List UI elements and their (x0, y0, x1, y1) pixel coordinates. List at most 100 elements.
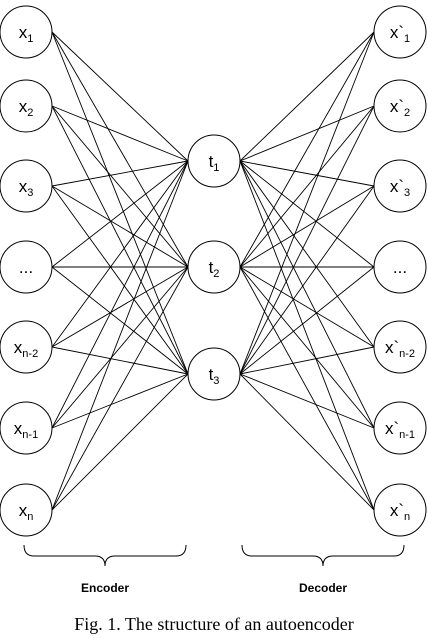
input-node-6-label-base: x (14, 419, 23, 438)
output-node-6-label-subscript: n-1 (399, 429, 415, 441)
output-node-7: x`n (373, 483, 427, 537)
decoder-edge-2-1 (239, 31, 375, 268)
encoder-edge-1-3 (51, 31, 189, 375)
decoder-edge-3-1 (239, 31, 375, 375)
input-node-5-label-subscript: n-2 (22, 348, 38, 360)
encoder-edge-2-2 (51, 105, 189, 268)
input-node-3-circle (0, 159, 53, 213)
output-node-2-circle (373, 79, 427, 133)
input-node-2: x2 (0, 79, 53, 133)
input-node-2-label-base: x (19, 97, 28, 116)
connection-lines (51, 31, 375, 511)
input-node-7-circle (0, 483, 53, 537)
encoder-edge-2-3 (51, 105, 189, 375)
encoder-edge-4-3 (51, 266, 189, 375)
input-node-1-label: x1 (19, 23, 34, 45)
hidden-node-2-circle (187, 240, 241, 294)
output-node-3-label-base: x` (390, 177, 404, 196)
input-node-7: xn (0, 483, 53, 537)
decoder-edge-1-1 (239, 31, 375, 162)
decoder-edge-3-7 (239, 373, 375, 511)
decoder-edge-3-6 (239, 373, 375, 429)
output-node-4: ... (373, 240, 427, 294)
input-node-3: x3 (0, 159, 53, 213)
output-node-4-circle (373, 240, 427, 294)
encoder-edge-3-1 (51, 160, 189, 187)
network-nodes: x1x2x3...xn-2xn-1xnt1t2t3x`1x`2x`3...x`n… (0, 5, 427, 537)
output-node-1-label-subscript: 1 (404, 33, 410, 45)
decoder-edge-2-5 (239, 266, 375, 348)
output-node-1-label-base: x` (390, 23, 404, 42)
output-node-2: x`2 (373, 79, 427, 133)
encoder-edge-6-3 (51, 373, 189, 429)
decoder-edge-2-3 (239, 185, 375, 268)
output-node-7-label-base: x` (390, 501, 404, 520)
input-node-7-label: xn (19, 501, 34, 523)
input-node-5: xn-2 (0, 320, 53, 374)
output-node-5: x`n-2 (373, 320, 427, 374)
output-node-6: x`n-1 (373, 401, 427, 455)
input-node-4-label-base: ... (19, 258, 33, 277)
hidden-node-2: t2 (187, 240, 241, 294)
input-node-4-circle (0, 240, 53, 294)
input-node-1-circle (0, 5, 53, 59)
decoder-brace (241, 544, 405, 567)
decoder-edge-1-7 (239, 160, 375, 511)
group-braces: Encoder Decoder (23, 544, 405, 595)
output-node-3-circle (373, 159, 427, 213)
input-node-2-circle (0, 79, 53, 133)
hidden-node-3-label-base: t (209, 365, 214, 384)
input-node-1: x1 (0, 5, 53, 59)
hidden-node-3: t3 (187, 347, 241, 401)
output-node-2-label-subscript: 2 (404, 107, 410, 119)
encoder-edge-7-1 (51, 160, 189, 511)
output-node-2-label: x`2 (390, 97, 410, 119)
input-node-5-circle (0, 320, 53, 374)
decoder-edge-1-3 (239, 160, 375, 187)
output-node-7-label-subscript: n (404, 511, 410, 523)
output-node-5-label-base: x` (385, 338, 399, 357)
encoder-edge-1-2 (51, 31, 189, 268)
encoder-edge-3-2 (51, 185, 189, 268)
decoder-edge-3-3 (239, 185, 375, 375)
decoder-edge-3-2 (239, 105, 375, 375)
encoder-edge-5-1 (51, 160, 189, 348)
input-node-6-label: xn-1 (14, 419, 38, 441)
output-node-4-label-base: ... (393, 258, 407, 277)
decoder-edge-1-4 (239, 160, 375, 268)
input-node-3-label-base: x (19, 177, 28, 196)
figure-caption: Fig. 1. The structure of an autoencoder (74, 614, 354, 634)
hidden-node-1-label-subscript: 1 (213, 162, 219, 174)
output-node-5-label: x`n-2 (385, 338, 415, 360)
decoder-edge-2-6 (239, 266, 375, 429)
hidden-node-2-label-base: t (209, 258, 214, 277)
encoder-edge-1-1 (51, 31, 189, 162)
encoder-edge-3-3 (51, 185, 189, 375)
output-node-4-label: ... (393, 258, 407, 277)
input-node-7-label-base: x (19, 501, 28, 520)
output-node-3-label-subscript: 3 (404, 187, 410, 199)
input-node-2-label: x2 (19, 97, 34, 119)
output-node-1-label: x`1 (390, 23, 410, 45)
decoder-label: Decoder (299, 581, 347, 595)
encoder-edge-7-3 (51, 373, 189, 511)
hidden-node-3-circle (187, 347, 241, 401)
input-node-4: ... (0, 240, 53, 294)
input-node-7-label-subscript: n (27, 511, 33, 523)
input-node-3-label: x3 (19, 177, 34, 199)
hidden-node-1-label-base: t (209, 152, 214, 171)
hidden-node-3-label: t3 (209, 365, 220, 387)
encoder-edge-6-1 (51, 160, 189, 429)
output-node-1: x`1 (373, 5, 427, 59)
input-node-4-label: ... (19, 258, 33, 277)
encoder-brace (23, 544, 187, 567)
hidden-node-3-label-subscript: 3 (213, 375, 219, 387)
input-node-1-label-subscript: 1 (27, 33, 33, 45)
input-node-5-label: xn-2 (14, 338, 38, 360)
encoder-edge-4-1 (51, 160, 189, 268)
encoder-edge-5-2 (51, 266, 189, 348)
input-node-1-label-base: x (19, 23, 28, 42)
hidden-node-1-label: t1 (209, 152, 220, 174)
autoencoder-diagram: x1x2x3...xn-2xn-1xnt1t2t3x`1x`2x`3...x`n… (0, 5, 427, 595)
output-node-5-circle (373, 320, 427, 374)
